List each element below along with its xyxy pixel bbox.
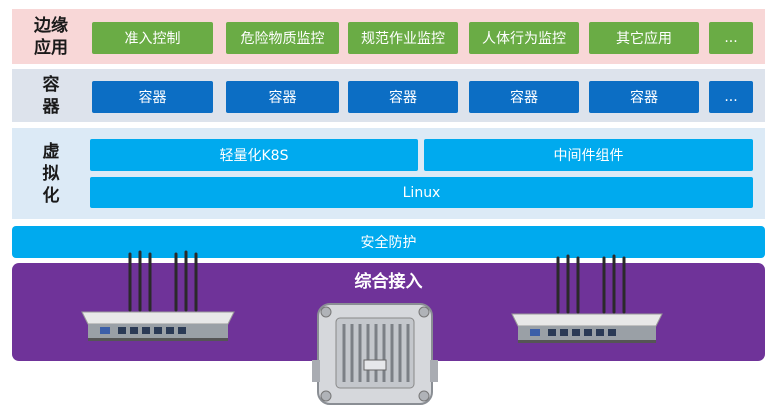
edge-layer-label: 边缘 应用	[12, 9, 90, 64]
virtualization-layer-label: 虚 拟 化	[12, 128, 90, 219]
app-behavior-monitor[interactable]: 人体行为监控	[469, 22, 579, 54]
app-other[interactable]: 其它应用	[589, 22, 699, 54]
virt-label-line: 虚	[42, 141, 60, 162]
edge-label-line: 应用	[34, 37, 68, 58]
container-box[interactable]: 容器	[589, 81, 699, 113]
virtualization-layer: 虚 拟 化 轻量化K8S 中间件组件 Linux	[12, 128, 765, 219]
k8s-box[interactable]: 轻量化K8S	[90, 139, 418, 171]
container-label-line: 器	[42, 96, 60, 117]
container-box[interactable]: 容器	[92, 81, 213, 113]
container-layer-label: 容 器	[12, 69, 90, 122]
security-layer[interactable]: 安全防护	[12, 226, 765, 258]
app-access-control[interactable]: 准入控制	[92, 22, 213, 54]
router-right-icon	[511, 254, 663, 343]
container-label-line: 容	[42, 74, 60, 95]
virt-label-line: 化	[42, 185, 60, 206]
app-hazard-monitor[interactable]: 危险物质监控	[226, 22, 339, 54]
edge-label-line: 边缘	[34, 15, 68, 36]
container-box[interactable]: 容器	[469, 81, 579, 113]
edge-application-layer: 边缘 应用 准入控制 危险物质监控 规范作业监控 人体行为监控 其它应用 ...	[12, 9, 765, 64]
outdoor-gateway-icon	[312, 303, 438, 405]
app-operation-monitor[interactable]: 规范作业监控	[348, 22, 458, 54]
router-left-icon	[81, 250, 235, 341]
container-more[interactable]: ...	[709, 81, 753, 113]
app-more[interactable]: ...	[709, 22, 753, 54]
virt-label-line: 拟	[42, 163, 60, 184]
container-box[interactable]: 容器	[226, 81, 339, 113]
access-title: 综合接入	[354, 272, 423, 292]
linux-box[interactable]: Linux	[90, 177, 753, 208]
middleware-box[interactable]: 中间件组件	[424, 139, 753, 171]
container-box[interactable]: 容器	[348, 81, 458, 113]
container-layer: 容 器 容器 容器 容器 容器 容器 ...	[12, 69, 765, 122]
